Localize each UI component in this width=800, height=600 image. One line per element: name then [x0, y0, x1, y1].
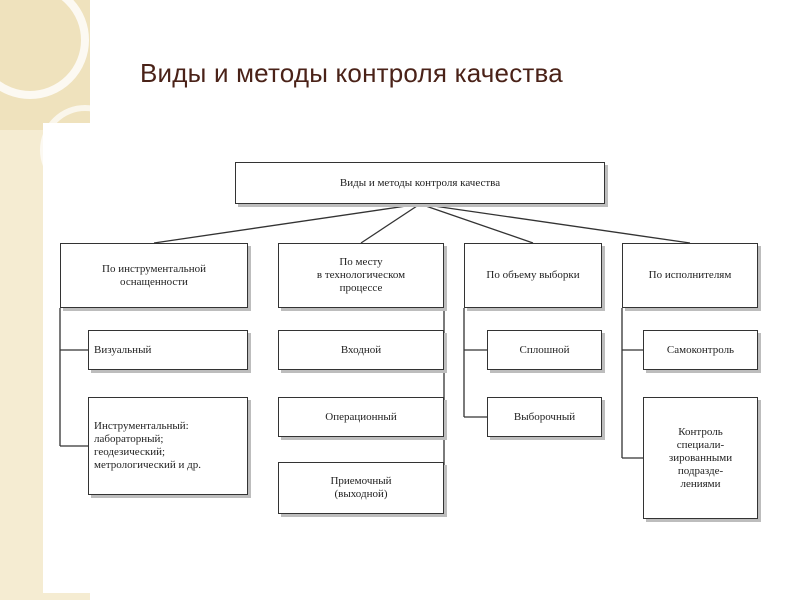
- root-to-group-1-line: [153, 203, 421, 244]
- root-node-label: Виды и методы контроля качества: [339, 176, 501, 189]
- group-node-4-label: По исполнителям: [648, 269, 732, 281]
- group-2-child-node-3: Приемочный (выходной): [278, 462, 444, 514]
- group-3-child-node-1-label: Сплошной: [519, 343, 570, 356]
- root-to-group-4-line: [419, 203, 691, 244]
- group-3-child-node-2: Выборочный: [487, 397, 602, 437]
- group-2-child-node-1: Входной: [278, 330, 444, 370]
- root-to-group-3-line: [419, 203, 534, 244]
- group-2-child-node-2: Операционный: [278, 397, 444, 437]
- group-node-2: По месту в технологическом процессе: [278, 243, 444, 308]
- group-1-child-node-1-label: Визуальный: [94, 343, 152, 356]
- connector-lines: [59, 203, 691, 488]
- group-node-1-label: По инструментальной оснащенности: [102, 262, 206, 288]
- group-2-child-node-2-label: Операционный: [325, 410, 397, 423]
- group-3-child-node-1: Сплошной: [487, 330, 602, 370]
- group-1-child-node-1: Визуальный: [88, 330, 248, 370]
- group-node-4: По исполнителям: [622, 243, 758, 308]
- group-2-child-node-1-label: Входной: [340, 343, 382, 356]
- group-4-child-node-2-label: Контроль специали- зированными подразде-…: [668, 425, 733, 490]
- diagram-panel: Виды и методы контроля качества По инстру…: [43, 123, 780, 593]
- group-1-child-node-2: Инструментальный: лабораторный; геодезич…: [88, 397, 248, 495]
- group-4-child-node-1-label: Самоконтроль: [666, 343, 735, 356]
- group-1-child-node-2-label: Инструментальный: лабораторный; геодезич…: [94, 420, 201, 471]
- group-4-child-node-1: Самоконтроль: [643, 330, 758, 370]
- decor-ring-outer: [0, 0, 89, 99]
- group-node-3-label: По объему выборки: [486, 269, 580, 281]
- slide-title: Виды и методы контроля качества: [140, 58, 563, 88]
- group-node-1: По инструментальной оснащенности: [60, 243, 248, 308]
- group-node-2-label: По месту в технологическом процессе: [316, 256, 406, 294]
- root-to-group-2-line: [360, 203, 421, 244]
- root-node: Виды и методы контроля качества: [235, 162, 605, 204]
- group-4-child-node-2: Контроль специали- зированными подразде-…: [643, 397, 758, 519]
- group-3-child-node-2-label: Выборочный: [513, 410, 576, 423]
- group-2-child-node-3-label: Приемочный (выходной): [330, 475, 392, 500]
- group-node-3: По объему выборки: [464, 243, 602, 308]
